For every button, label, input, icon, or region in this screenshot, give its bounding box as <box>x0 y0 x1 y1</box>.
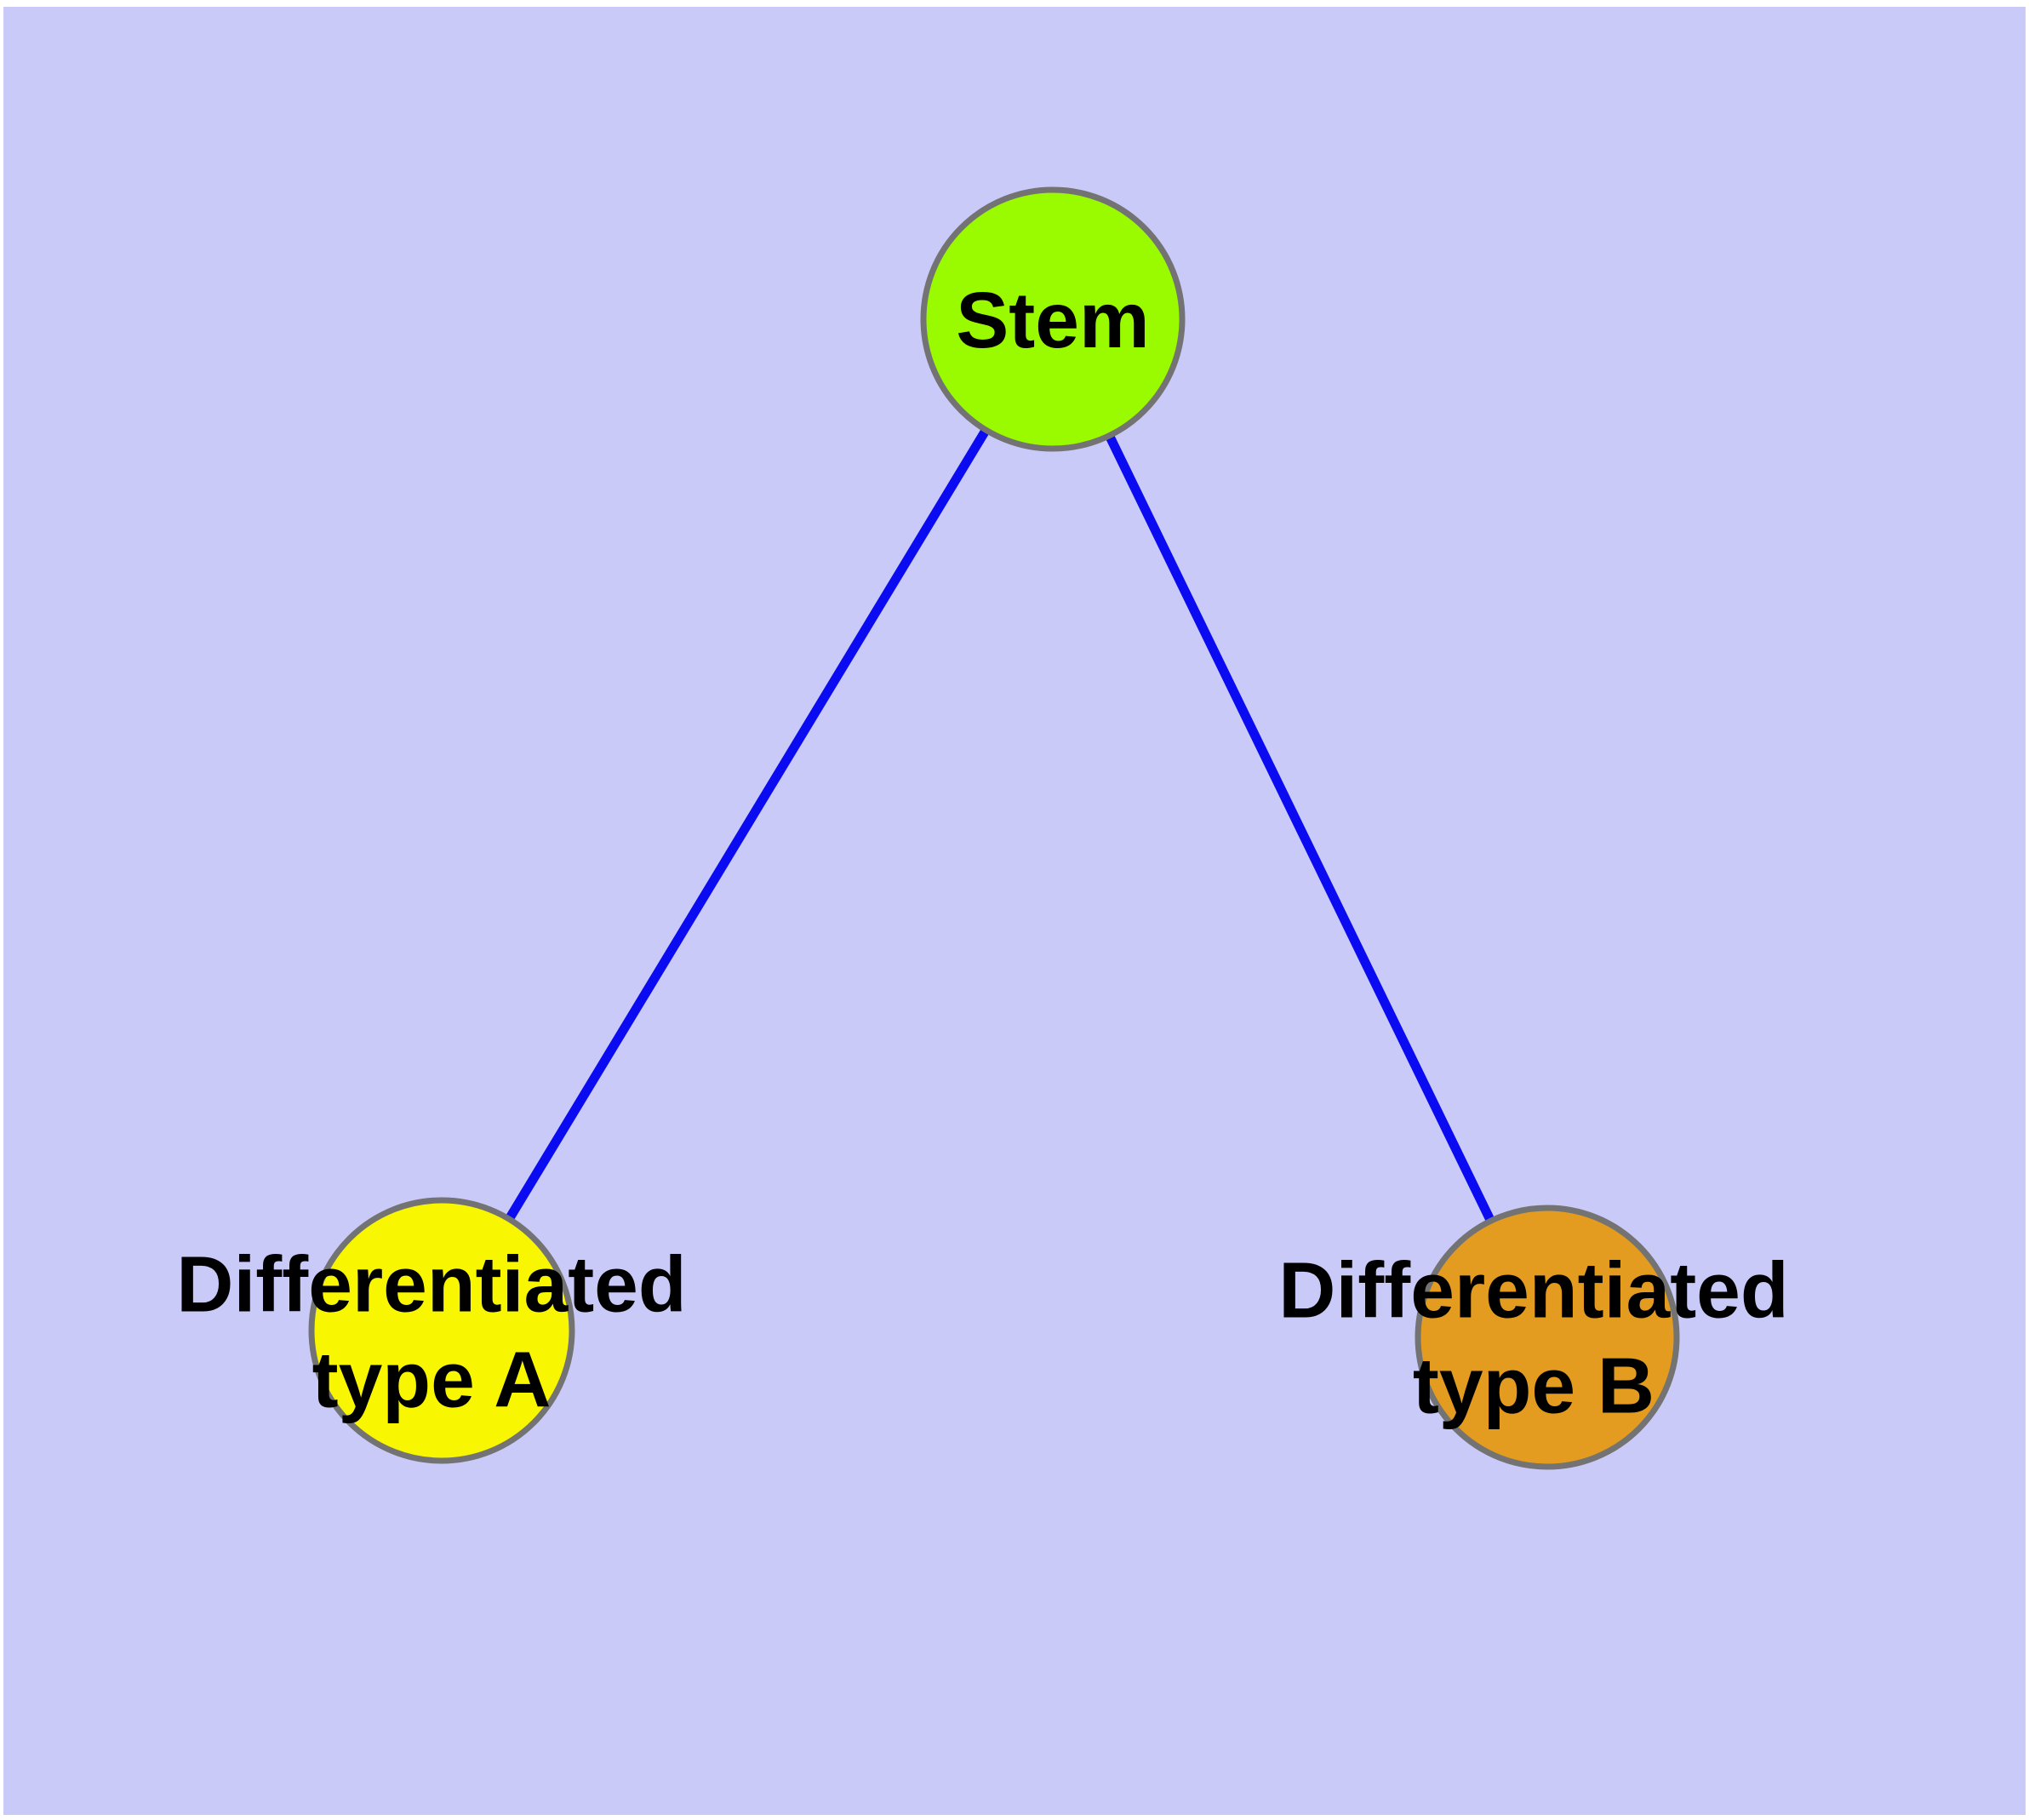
edge-stem-to-type-b <box>1049 317 1552 1340</box>
edge-stem-to-type-a <box>437 317 1057 1333</box>
node-type-a-circle <box>308 1197 575 1464</box>
node-stem-circle <box>920 186 1186 452</box>
node-type-b-circle <box>1415 1205 1680 1470</box>
